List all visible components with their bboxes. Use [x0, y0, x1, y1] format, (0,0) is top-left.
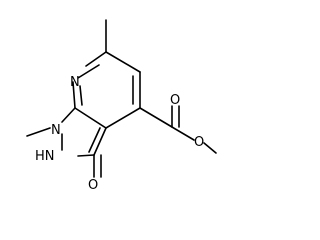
atom-label-ester-single-oxygen: O — [194, 135, 204, 150]
bond-c6-c5 — [105, 51, 141, 73]
bond-c7a-n1 — [61, 107, 76, 123]
bond-c4-c3a — [105, 107, 141, 129]
atom-label-n7: N — [70, 75, 80, 90]
bond-c3-n2 — [77, 154, 95, 157]
bond-c7a-n7 — [72, 81, 76, 109]
bond-ester-c-o-single — [171, 126, 195, 141]
bond-c3a-c3 — [93, 127, 107, 156]
bond-n7-c6 — [85, 51, 107, 67]
chemical-structure-diagram: N N HN O O O — [26, 19, 217, 193]
atom-label-n2: HN — [35, 149, 55, 164]
atom-label-ester-carbonyl-oxygen: O — [170, 93, 180, 108]
bond-c3a-c3-inner — [88, 127, 101, 153]
bond-c7a-n7-inner — [79, 85, 83, 106]
atom-label-carbonyl-oxygen: O — [88, 178, 98, 193]
bond-ester-o-methyl — [203, 142, 217, 154]
bond-c4-ester-c — [139, 107, 173, 128]
bond-n1-methyl — [26, 127, 51, 137]
bond-n7-c7a — [77, 64, 100, 79]
atom-label-n1: N — [51, 123, 61, 138]
bond-c3a-c7a — [74, 107, 107, 129]
